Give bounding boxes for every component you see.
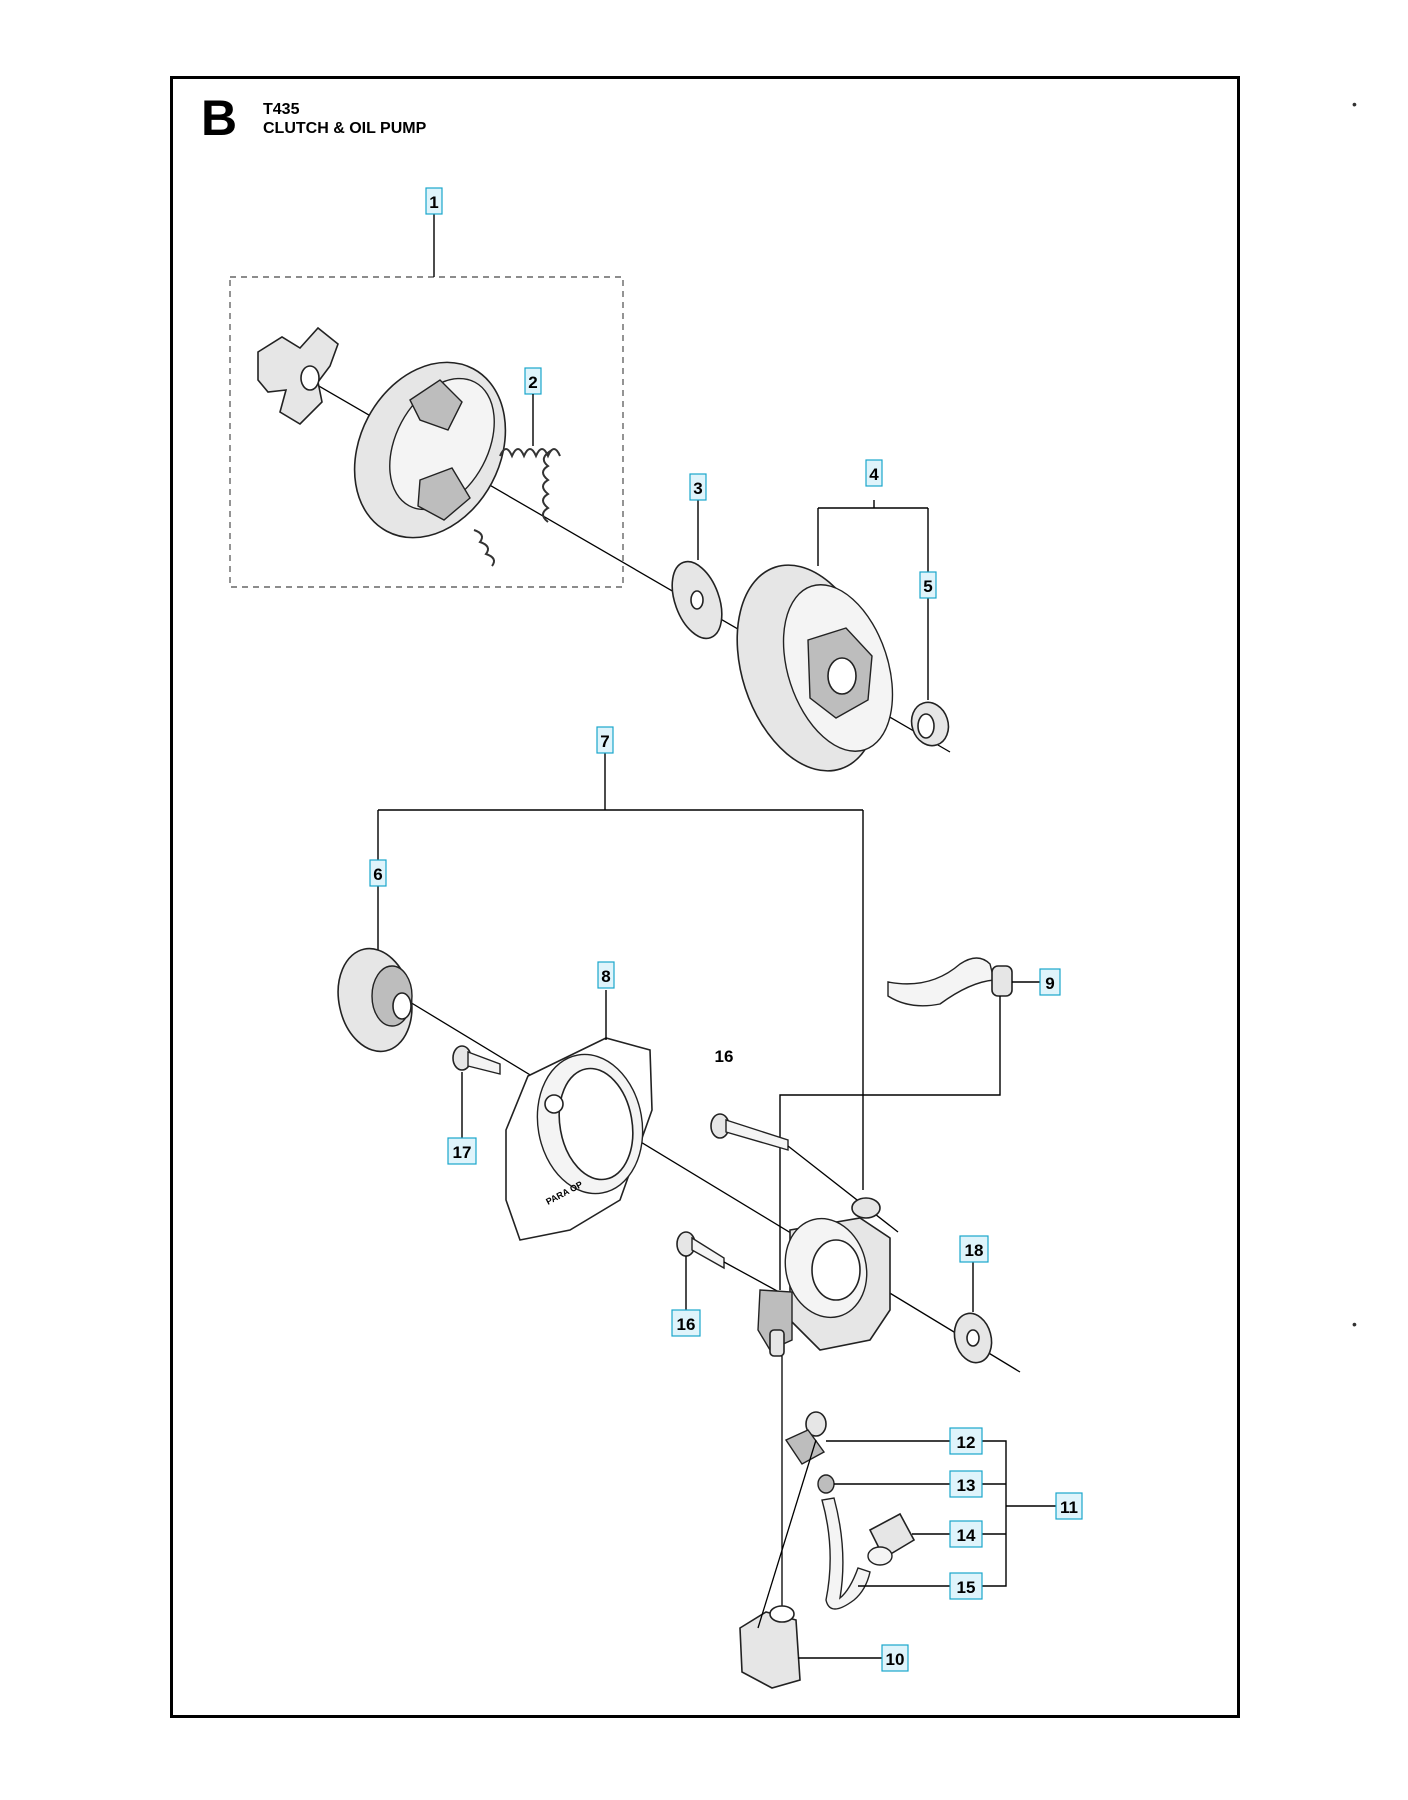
callout-6-label: 6 (373, 865, 382, 884)
screw-16-lower (676, 1231, 725, 1270)
suction-hose-15 (821, 1497, 871, 1610)
callout-8[interactable]: 8 (597, 961, 615, 989)
callout-16-lower[interactable]: 16 (671, 1309, 701, 1337)
callout-18[interactable]: 18 (959, 1235, 989, 1263)
callout-9[interactable]: 9 (1039, 968, 1061, 996)
leader-9-to-pump (779, 996, 1001, 1290)
oil-filter-14 (867, 1512, 916, 1566)
callout-3-label: 3 (693, 479, 702, 498)
section-title: CLUTCH & OIL PUMP (263, 120, 427, 137)
clutch-spring-lower (542, 449, 553, 523)
leader-7 (377, 753, 864, 1190)
cover-plate-8: PARA OP (505, 1037, 653, 1241)
callout-4[interactable]: 4 (865, 459, 883, 487)
worm-gear-6 (337, 947, 413, 1053)
clutch-shoes (353, 361, 507, 539)
callout-17-label: 17 (453, 1143, 472, 1162)
oil-hose-9 (887, 957, 1013, 1007)
callout-7[interactable]: 7 (596, 726, 614, 754)
callout-16-upper-label: 16 (715, 1047, 734, 1066)
screw-17 (452, 1045, 501, 1075)
callout-5-label: 5 (923, 577, 932, 596)
washer-3 (671, 560, 723, 640)
clutch-drum-4 (736, 564, 894, 772)
screw-16-upper-axis (787, 1145, 899, 1233)
callout-12-label: 12 (957, 1433, 976, 1452)
washer-18 (953, 1312, 993, 1364)
callout-17[interactable]: 17 (447, 1137, 477, 1165)
callout-13-label: 13 (957, 1476, 976, 1495)
oil-pump-body (757, 1197, 891, 1357)
model-code: T435 (263, 101, 300, 118)
section-letter: B (201, 90, 238, 146)
clutch-spring-2 (499, 448, 561, 459)
callout-15-label: 15 (957, 1578, 976, 1597)
margin-mark-top: • (1352, 96, 1357, 112)
needle-bearing-5 (910, 701, 950, 747)
margin-mark-mid: • (1352, 1316, 1357, 1332)
callout-7-label: 7 (600, 732, 609, 751)
callout-1-label: 1 (429, 193, 438, 212)
filter-holder-12 (784, 1411, 827, 1465)
pump-elbow-10 (739, 1605, 801, 1689)
callout-5[interactable]: 5 (919, 571, 937, 599)
suction-diagonal-axis (757, 1439, 817, 1629)
callout-8-label: 8 (601, 967, 610, 986)
callout-18-label: 18 (965, 1241, 984, 1260)
callout-12[interactable]: 12 (949, 1427, 983, 1455)
leader-4 (817, 500, 929, 572)
callout-15[interactable]: 15 (949, 1572, 983, 1600)
callout-2[interactable]: 2 (524, 367, 542, 395)
clutch-hub (257, 326, 339, 426)
o-ring-13 (817, 1474, 835, 1494)
callout-9-label: 9 (1045, 974, 1054, 993)
diagram-frame: B T435 CLUTCH & OIL PUMP (170, 76, 1240, 1718)
callout-14[interactable]: 14 (949, 1520, 983, 1548)
callout-6[interactable]: 6 (369, 859, 387, 887)
callout-10[interactable]: 10 (881, 1644, 909, 1672)
callout-1[interactable]: 1 (425, 187, 443, 215)
callout-3[interactable]: 3 (689, 473, 707, 501)
callout-16-lower-label: 16 (677, 1315, 696, 1334)
clutch-spring-small (473, 529, 495, 567)
pump-axis-line (399, 995, 1021, 1373)
callout-11[interactable]: 11 (1055, 1492, 1083, 1520)
callout-11-label: 11 (1060, 1498, 1078, 1517)
callout-13[interactable]: 13 (949, 1470, 983, 1498)
callout-4-label: 4 (869, 465, 879, 484)
callout-10-label: 10 (886, 1650, 905, 1669)
leader-11 (982, 1440, 1056, 1587)
callout-16-upper[interactable]: 16 (715, 1047, 734, 1066)
screw-16-upper (710, 1113, 789, 1151)
callout-2-label: 2 (528, 373, 537, 392)
callout-14-label: 14 (957, 1526, 976, 1545)
